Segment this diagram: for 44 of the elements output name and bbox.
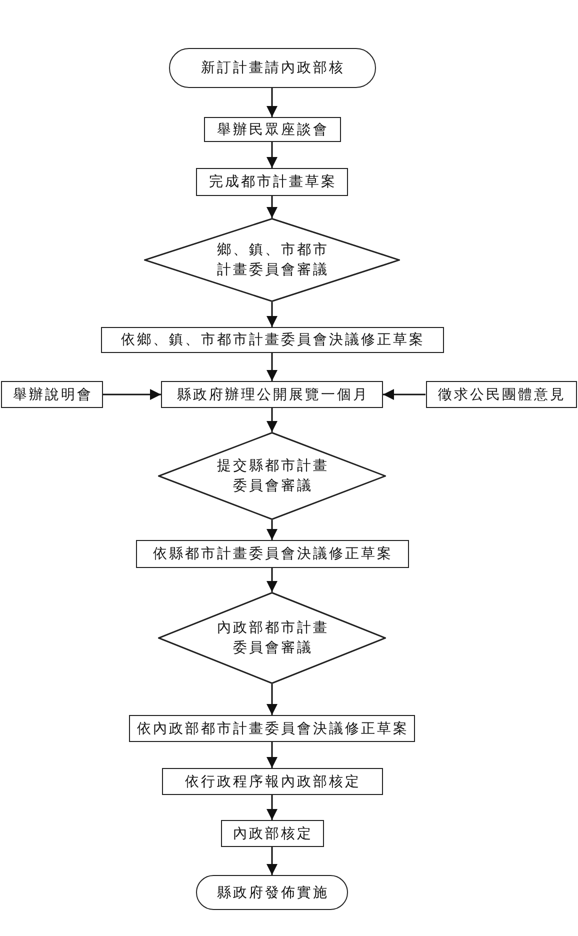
step-text: 提交縣都市計畫委員會審議 bbox=[216, 457, 330, 496]
step-text: 依行政程序報內政部核定 bbox=[184, 772, 361, 792]
arrow bbox=[266, 795, 278, 820]
step-text: 縣政府辦理公開展覽一個月 bbox=[176, 386, 369, 404]
step-text: 完成都市計畫草案 bbox=[208, 173, 337, 192]
arrow bbox=[266, 520, 278, 540]
arrow bbox=[266, 88, 278, 117]
decision-diamond bbox=[144, 218, 400, 302]
process-box bbox=[129, 715, 415, 742]
step-text: 依內政部都市計畫委員會決議修正草案 bbox=[136, 720, 409, 738]
process-box bbox=[220, 820, 324, 847]
arrow bbox=[266, 408, 278, 432]
terminal-box bbox=[168, 48, 376, 88]
step-text: 舉辦說明會 bbox=[12, 386, 93, 404]
arrow bbox=[266, 353, 278, 381]
step-text: 縣政府發佈實施 bbox=[216, 884, 329, 902]
process-box bbox=[1, 381, 103, 408]
arrow bbox=[103, 389, 161, 400]
decision-diamond bbox=[158, 592, 386, 684]
arrow bbox=[266, 742, 278, 768]
arrow bbox=[266, 568, 278, 592]
process-box bbox=[162, 768, 382, 795]
process-box bbox=[204, 117, 340, 142]
step-text: 徵求公民團體意見 bbox=[437, 386, 566, 404]
arrow bbox=[266, 142, 278, 168]
process-box bbox=[100, 327, 444, 353]
process-box bbox=[196, 168, 348, 196]
process-box bbox=[161, 381, 383, 408]
arrow bbox=[383, 389, 426, 400]
process-box bbox=[136, 540, 408, 568]
decision-diamond bbox=[158, 432, 386, 520]
arrow bbox=[266, 196, 278, 218]
step-text: 內政部核定 bbox=[232, 824, 313, 844]
process-box bbox=[426, 381, 576, 408]
arrow bbox=[266, 847, 278, 875]
step-text: 舉辦民眾座談會 bbox=[216, 120, 329, 140]
step-text: 鄉、鎮、市都市計畫委員會審議 bbox=[216, 241, 330, 280]
arrow bbox=[266, 684, 278, 715]
step-text: 依縣都市計畫委員會決議修正草案 bbox=[152, 545, 393, 564]
terminal-box bbox=[196, 875, 348, 910]
arrow bbox=[266, 302, 278, 327]
step-text: 新訂計畫請內政部核 bbox=[200, 59, 345, 78]
step-text: 依鄉、鎮、市都市計畫委員會決議修正草案 bbox=[120, 331, 425, 350]
step-text: 內政部都市計畫委員會審議 bbox=[216, 619, 330, 658]
